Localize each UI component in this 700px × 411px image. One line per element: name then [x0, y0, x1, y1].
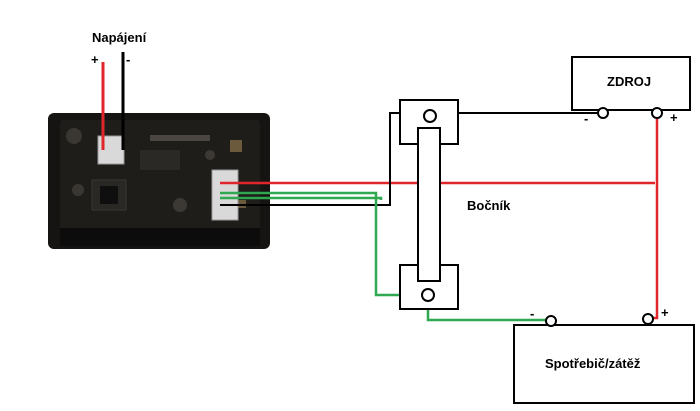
load-minus-terminal: [545, 315, 557, 327]
black-wire-module-to-shunt: [220, 112, 400, 206]
load-plus-label: +: [661, 305, 669, 320]
power-plus-label: +: [91, 52, 99, 67]
source-label: ZDROJ: [607, 74, 651, 89]
source-plus-terminal: [651, 107, 663, 119]
shunt-terminal-bottom: [421, 288, 435, 302]
shunt: [399, 99, 459, 310]
source-minus-terminal: [597, 107, 609, 119]
load-box: [513, 313, 695, 404]
shunt-label: Bočník: [467, 198, 511, 213]
source-plus-label: +: [670, 110, 678, 125]
power-source-box: [571, 56, 691, 119]
shunt-terminal-top: [423, 109, 437, 123]
load-plus-terminal: [642, 313, 654, 325]
red-wire-source-load: [650, 116, 659, 320]
power-label: Napájení: [92, 30, 147, 45]
green-wire-sense-2: [220, 196, 383, 200]
source-minus-label: -: [584, 111, 588, 126]
load-minus-label: -: [530, 306, 534, 321]
load-label: Spotřebič/zátěž: [545, 356, 641, 371]
power-leads: [101, 52, 125, 150]
power-minus-label: -: [126, 52, 130, 67]
meter-module-photo: [46, 110, 272, 252]
